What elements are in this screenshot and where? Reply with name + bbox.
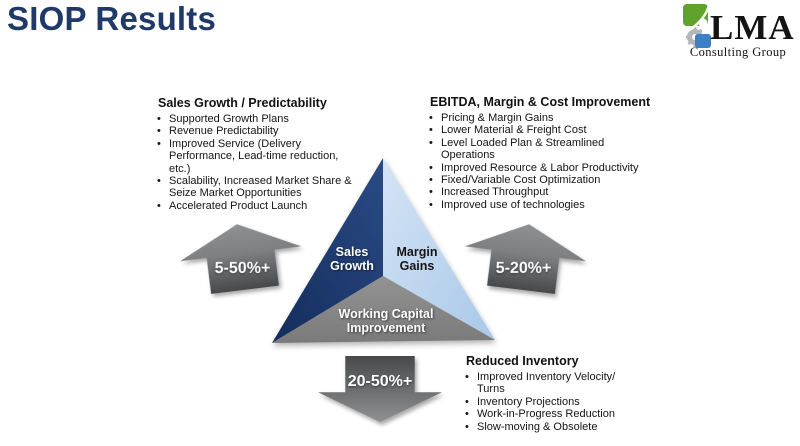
bullet-item: Revenue Predictability	[155, 125, 358, 138]
bullet-list: Supported Growth Plans Revenue Predictab…	[155, 113, 358, 213]
section-reduced-inventory: Reduced Inventory Improved Inventory Vel…	[463, 354, 642, 433]
arrow-bottom-value: 20-50%+	[347, 373, 413, 391]
bullet-item: Accelerated Product Launch	[155, 200, 358, 213]
logo-subtitle: Consulting Group	[689, 45, 787, 59]
arrow-up-left: 5-50%+	[176, 217, 305, 297]
section-heading: Sales Growth / Predictability	[158, 96, 327, 110]
bullet-list: Improved Inventory Velocity/ Turns Inven…	[463, 371, 642, 433]
lma-logo: LMA Consulting Group	[682, 3, 794, 59]
arrow-down-bottom: 20-50%+	[318, 356, 442, 422]
arrow-up-right: 5-20%+	[460, 217, 589, 297]
up-arrow-icon	[460, 217, 589, 297]
pyramid-label-sales-growth: Sales Growth	[330, 245, 374, 273]
logo-blue-tile	[695, 34, 711, 48]
bullet-item: Slow-moving & Obsolete	[463, 421, 642, 434]
page-title: SIOP Results	[7, 0, 217, 37]
lma-logo-mark	[682, 3, 711, 48]
bullet-item: Fixed/Variable Cost Optimization	[427, 174, 642, 187]
bullet-item: Improved Resource & Labor Productivity	[427, 162, 642, 175]
section-heading: EBITDA, Margin & Cost Improvement	[430, 95, 651, 109]
bullet-item: Improved Service (Delivery Performance, …	[155, 138, 358, 175]
bullet-item: Work-in-Progress Reduction	[463, 408, 642, 421]
pyramid-label-margin-gains: Margin Gains	[396, 245, 438, 273]
bullet-item: Improved Inventory Velocity/ Turns	[463, 371, 642, 396]
logo-person-head	[698, 18, 708, 28]
arrow-left-value: 5-50%+	[214, 259, 271, 277]
arrow-right-value: 5-20%+	[495, 259, 552, 277]
logo-wordmark: LMA	[710, 8, 795, 47]
pyramid-label-working-capital: Working Capital Improvement	[338, 307, 434, 335]
bullet-item: Inventory Projections	[463, 396, 642, 409]
up-arrow-icon	[176, 217, 305, 297]
bullet-list: Pricing & Margin Gains Lower Material & …	[427, 112, 642, 212]
bullet-item: Increased Throughput	[427, 186, 642, 199]
bullet-item: Improved use of technologies	[427, 199, 642, 212]
bullet-item: Supported Growth Plans	[155, 113, 358, 126]
bullet-item: Level Loaded Plan & Streamlined Operatio…	[427, 137, 642, 162]
bullet-item: Scalability, Increased Market Share & Se…	[155, 175, 358, 200]
section-heading: Reduced Inventory	[466, 354, 579, 368]
bullet-item: Pricing & Margin Gains	[427, 112, 642, 125]
bullet-item: Lower Material & Freight Cost	[427, 124, 642, 137]
section-sales-growth: Sales Growth / Predictability Supported …	[155, 96, 358, 213]
section-ebitda: EBITDA, Margin & Cost Improvement Pricin…	[427, 95, 651, 212]
